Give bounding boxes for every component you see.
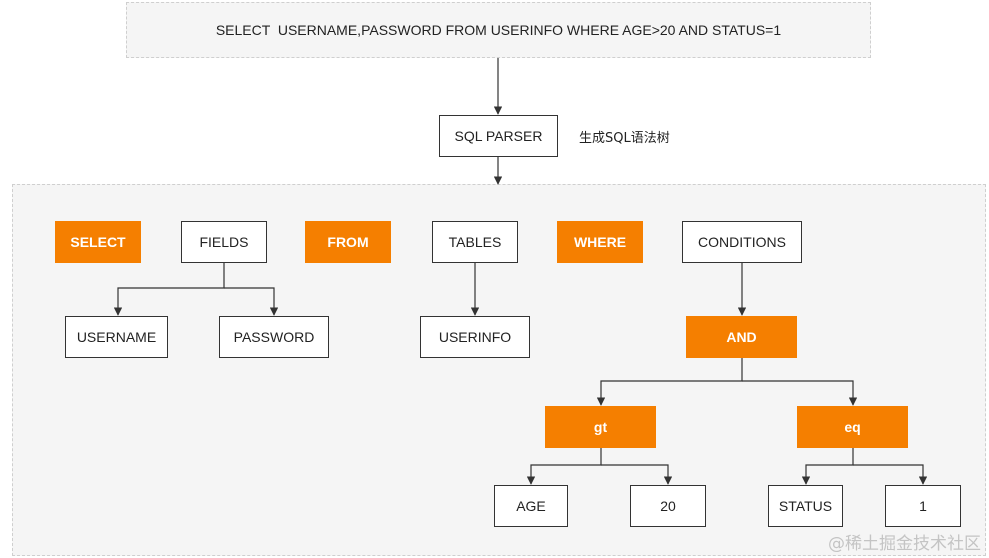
sql-statement-text: SELECT USERNAME,PASSWORD FROM USERINFO W… xyxy=(215,22,782,38)
fields-node: FIELDS xyxy=(181,221,267,263)
one-operand-node: 1 xyxy=(885,485,961,527)
twenty-operand-node: 20 xyxy=(630,485,706,527)
username-field-node: USERNAME xyxy=(65,316,168,358)
tables-node: TABLES xyxy=(432,221,518,263)
where-keyword-node: WHERE xyxy=(557,221,643,263)
from-keyword-node: FROM xyxy=(305,221,391,263)
status-operand-node: STATUS xyxy=(768,485,843,527)
sql-parser-node: SQL PARSER xyxy=(439,115,558,157)
userinfo-table-node: USERINFO xyxy=(420,316,530,358)
sql-statement-panel xyxy=(126,2,871,58)
age-operand-node: AGE xyxy=(494,485,568,527)
password-field-node: PASSWORD xyxy=(219,316,329,358)
parser-note: 生成SQL语法树 xyxy=(579,131,670,146)
conditions-node: CONDITIONS xyxy=(682,221,802,263)
eq-operator-node: eq xyxy=(797,406,908,448)
select-keyword-node: SELECT xyxy=(55,221,141,263)
gt-operator-node: gt xyxy=(545,406,656,448)
and-operator-node: AND xyxy=(686,316,797,358)
watermark-text: @稀土掘金技术社区 xyxy=(828,534,981,554)
